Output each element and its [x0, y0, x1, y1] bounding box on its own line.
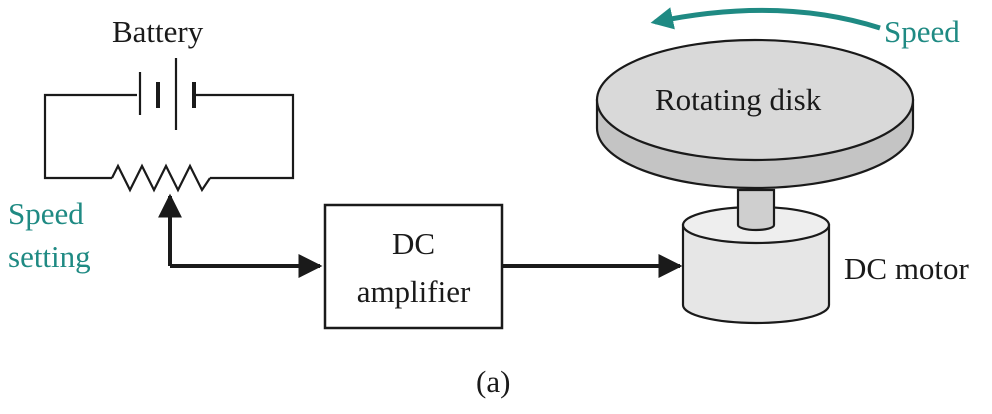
speed-setting-label-line1: Speed — [8, 196, 84, 231]
rotating-disk-label: Rotating disk — [655, 82, 822, 117]
speed-setting-label-line2: setting — [8, 239, 91, 274]
motor-shaft — [736, 188, 776, 232]
disk-top — [595, 38, 915, 162]
battery-label: Battery — [112, 14, 204, 49]
circuit-wire-right — [196, 93, 295, 180]
dc-motor-label: DC motor — [844, 251, 969, 286]
amplifier-label-line1: DC — [391, 226, 436, 261]
circuit-wire-left — [43, 93, 137, 180]
motor-body — [681, 223, 831, 325]
potentiometer-resistor — [111, 163, 211, 193]
rotating-disk — [595, 38, 915, 190]
figure-caption: (a) — [476, 364, 511, 399]
dc-amplifier-box — [323, 203, 504, 330]
dc-motor — [681, 188, 831, 325]
speed-rotation-arrow — [650, 7, 881, 31]
speed-label: Speed — [884, 14, 960, 49]
battery-circuit — [43, 58, 295, 193]
amplifier-label-line2: amplifier — [356, 274, 471, 309]
